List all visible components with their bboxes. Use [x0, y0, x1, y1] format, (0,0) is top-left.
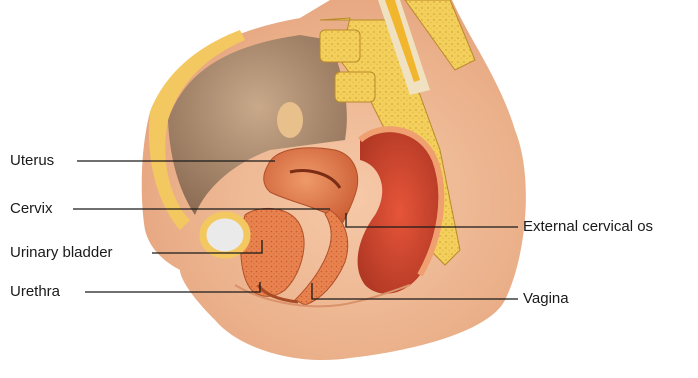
ovary — [277, 102, 303, 138]
label-urethra: Urethra — [10, 283, 60, 301]
label-cervix: Cervix — [10, 200, 53, 218]
vertebra — [320, 30, 360, 62]
label-uterus: Uterus — [10, 152, 54, 170]
label-urinary-bladder: Urinary bladder — [10, 244, 113, 262]
pubic-bone — [203, 215, 247, 255]
label-vagina: Vagina — [523, 290, 569, 308]
vertebra — [335, 72, 375, 102]
label-external-cervical-os: External cervical os — [523, 218, 653, 236]
